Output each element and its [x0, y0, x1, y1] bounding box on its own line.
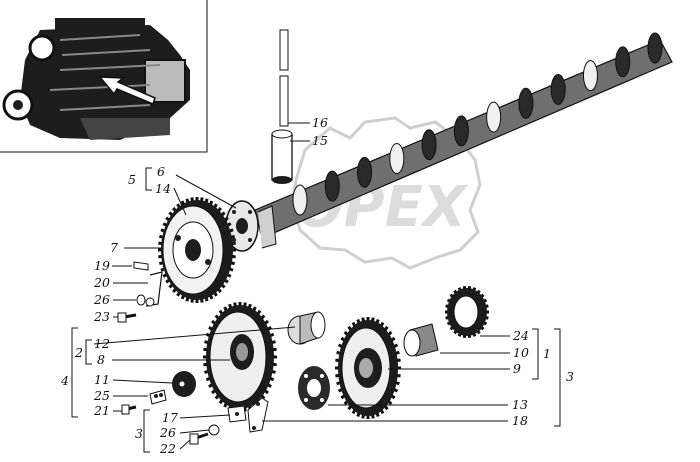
callout-9: 9 [513, 361, 521, 376]
callout-10: 10 [513, 345, 529, 360]
leader-lines [93, 122, 510, 450]
cam-lobe [453, 115, 469, 147]
cam-lobe [324, 170, 340, 202]
callout-23: 23 [93, 309, 110, 324]
bushing-12 [287, 311, 326, 345]
callout-19: 19 [94, 258, 110, 273]
cam-lobe [582, 60, 598, 92]
callout-26-upper: 26 [93, 292, 110, 307]
bearing-10 [403, 323, 439, 357]
plate-13 [298, 366, 330, 410]
callout-labels: 5 6 14 7 19 20 26 23 12 2 8 4 11 25 21 1… [60, 115, 574, 456]
callout-4: 4 [60, 373, 69, 388]
callout-2: 2 [74, 345, 83, 360]
callout-6: 6 [157, 164, 165, 179]
callout-12: 12 [94, 336, 110, 351]
callout-14: 14 [155, 181, 171, 196]
callout-21: 21 [93, 403, 110, 418]
cam-lobe [615, 46, 631, 78]
callout-18: 18 [512, 413, 528, 428]
cam-lobe [357, 156, 373, 188]
callout-3: 3 [566, 369, 574, 384]
gear-9 [335, 317, 401, 419]
callout-1: 1 [543, 346, 551, 361]
camshaft [225, 32, 673, 252]
callout-13: 13 [512, 397, 528, 412]
engine-inset [0, 0, 208, 153]
callout-8: 8 [97, 352, 105, 367]
idler-gear-8 [203, 302, 277, 412]
engine-icon [2, 18, 190, 140]
pins-15-16 [271, 29, 293, 184]
cam-lobe [421, 129, 437, 161]
callout-24: 24 [512, 328, 529, 343]
callout-5: 5 [128, 172, 136, 187]
bearing-24 [445, 286, 489, 338]
group-brackets [71, 167, 561, 453]
callout-15: 15 [312, 133, 328, 148]
callout-3-lower: 3 [135, 426, 143, 441]
cam-lobe [518, 87, 534, 119]
callout-7: 7 [110, 240, 118, 255]
callout-17: 17 [162, 410, 178, 425]
cam-lobe [486, 101, 502, 133]
camshaft-gear [158, 197, 236, 303]
cam-lobe [292, 184, 308, 216]
callout-22: 22 [159, 441, 176, 456]
cam-lobe [550, 73, 566, 105]
washer-11 [172, 371, 196, 397]
callout-16: 16 [312, 115, 328, 130]
callout-11: 11 [94, 372, 110, 387]
cam-lobe [389, 143, 405, 175]
callout-25: 25 [93, 388, 110, 403]
callout-20: 20 [93, 275, 110, 290]
callout-26-lower: 26 [159, 425, 176, 440]
fasteners [117, 261, 269, 445]
cam-lobe [647, 32, 663, 64]
